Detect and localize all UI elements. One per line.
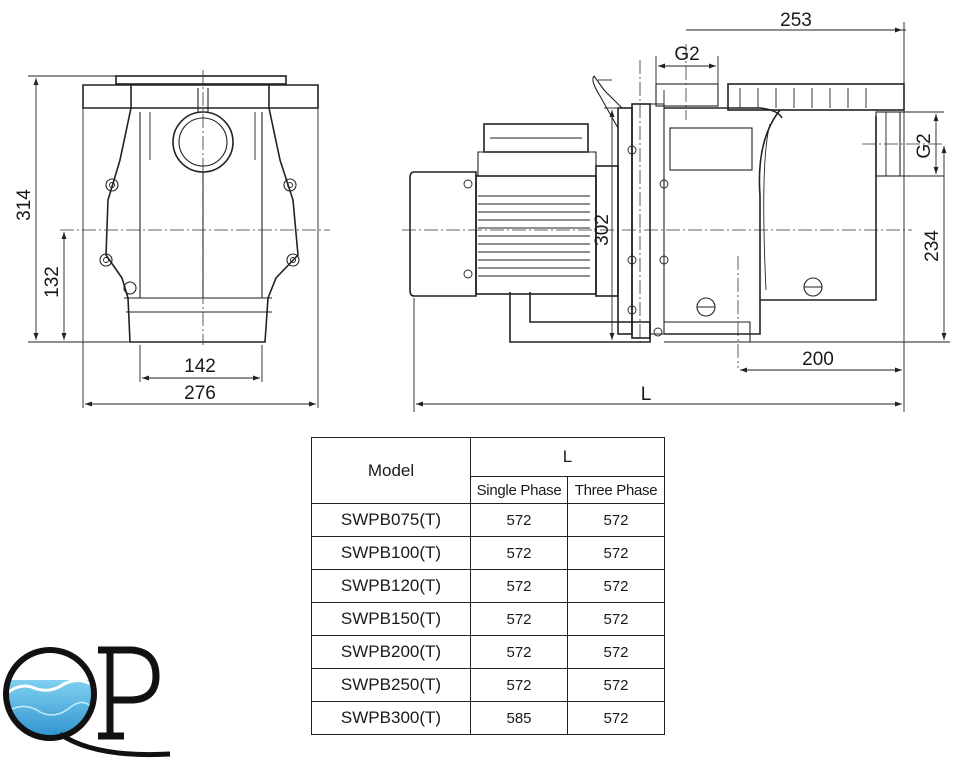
motor-fins (478, 195, 590, 277)
front-view (28, 70, 330, 408)
dim-side-foot-length: 200 (802, 349, 834, 370)
dim-front-base-width: 142 (184, 356, 216, 377)
table-cell-model: SWPB200(T) (311, 635, 471, 669)
dim-side-top-width: 253 (780, 10, 812, 31)
table-cell-single: 572 (470, 503, 568, 537)
table-cell-three: 572 (567, 602, 665, 636)
table-cell-model: SWPB120(T) (311, 569, 471, 603)
table-cell-three: 572 (567, 536, 665, 570)
dim-side-motor-height: 302 (592, 214, 613, 246)
table-cell-single: 572 (470, 569, 568, 603)
spec-table: Model L Single Phase Three Phase SWPB075… (311, 437, 665, 735)
dim-side-inlet-thread: G2 (674, 44, 699, 65)
table-row: SWPB200(T) 572 572 (311, 635, 665, 669)
table-cell-model: SWPB250(T) (311, 668, 471, 702)
dim-front-height: 314 (14, 189, 35, 221)
pump-dimension-drawing: 314 132 142 276 (14, 10, 950, 412)
dim-front-center-height: 132 (42, 266, 63, 298)
table-cell-three: 572 (567, 701, 665, 735)
table-header-three-phase: Three Phase (567, 476, 665, 504)
table-cell-model: SWPB100(T) (311, 536, 471, 570)
table-cell-model: SWPB075(T) (311, 503, 471, 537)
table-row: SWPB075(T) 572 572 (311, 503, 665, 537)
table-row: SWPB300(T) 585 572 (311, 701, 665, 735)
dim-side-outlet-thread: G2 (914, 133, 935, 158)
table-cell-single: 572 (470, 536, 568, 570)
qp-logo (3, 646, 171, 758)
table-cell-three: 572 (567, 503, 665, 537)
table-cell-single: 585 (470, 701, 568, 735)
table-row: SWPB100(T) 572 572 (311, 536, 665, 570)
table-row: SWPB120(T) 572 572 (311, 569, 665, 603)
logo-letter-p (98, 646, 160, 740)
table-row: SWPB150(T) 572 572 (311, 602, 665, 636)
logo-letter-q (3, 647, 171, 758)
table-header-single-phase: Single Phase (470, 476, 568, 504)
dim-side-total-length: L (641, 384, 652, 405)
table-cell-model: SWPB150(T) (311, 602, 471, 636)
table-row: SWPB250(T) 572 572 (311, 668, 665, 702)
table-cell-three: 572 (567, 668, 665, 702)
table-header-model: Model (311, 437, 471, 504)
side-view (402, 22, 950, 412)
table-cell-single: 572 (470, 602, 568, 636)
dim-side-outlet-height: 234 (922, 230, 943, 262)
table-cell-single: 572 (470, 635, 568, 669)
table-header-length: L (470, 437, 665, 477)
table-cell-single: 572 (470, 668, 568, 702)
table-cell-three: 572 (567, 569, 665, 603)
table-cell-model: SWPB300(T) (311, 701, 471, 735)
table-cell-three: 572 (567, 635, 665, 669)
dim-front-total-width: 276 (184, 383, 216, 404)
